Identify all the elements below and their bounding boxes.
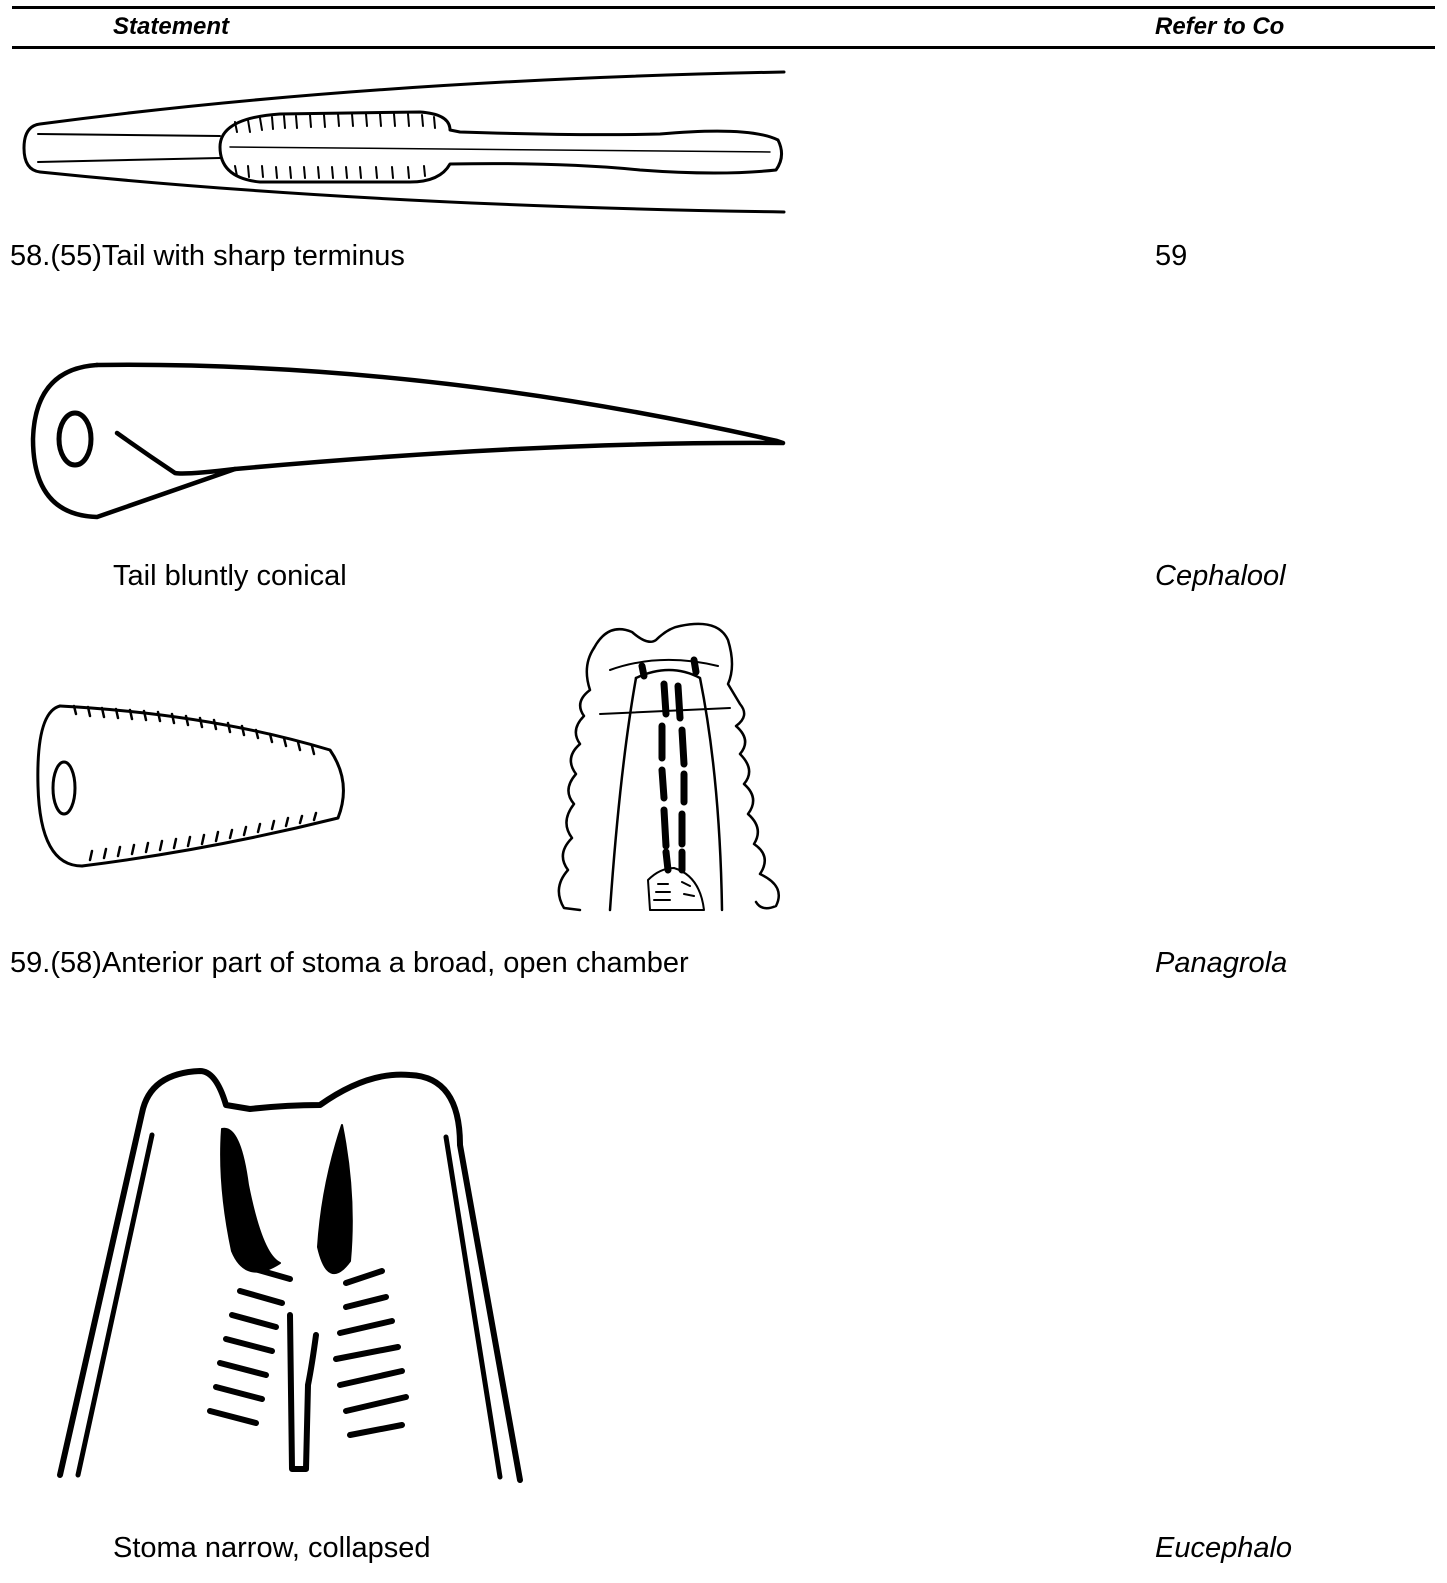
collapsed-stoma-drawing-icon <box>50 1065 530 1485</box>
refer-value: Panagrola <box>1155 947 1295 980</box>
open-stoma-drawing-icon <box>550 618 795 918</box>
statement-column-header: Statement <box>113 13 229 41</box>
statement-text: Tail bluntly conical <box>113 560 347 593</box>
refer-value: 59 <box>1155 240 1295 273</box>
statement-text: Stoma narrow, collapsed <box>113 1532 431 1565</box>
sharp-tail-drawing-icon <box>25 355 795 530</box>
refer-value: Cephalool <box>1155 560 1295 593</box>
table-top-rule <box>12 6 1435 9</box>
esophagus-drawing-icon <box>20 66 790 218</box>
refer-column-header: Refer to Co <box>1155 13 1295 41</box>
refer-value: Eucephalo <box>1155 1532 1295 1565</box>
statement-text: 59.(58)Anterior part of stoma a broad, o… <box>10 947 689 980</box>
statement-text: 58.(55)Tail with sharp terminus <box>10 240 405 273</box>
table-header-rule <box>12 46 1435 49</box>
blunt-tail-drawing-icon <box>30 700 360 875</box>
